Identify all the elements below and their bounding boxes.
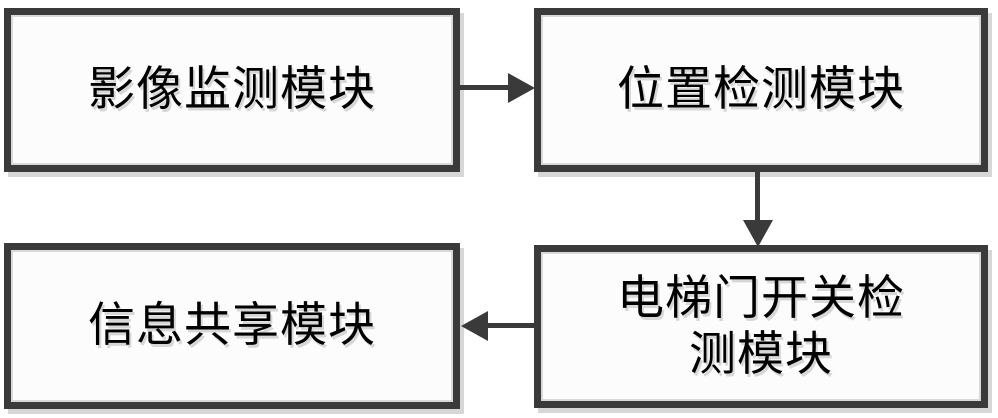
arrow-right-icon bbox=[508, 73, 535, 103]
node-image-monitoring-label: 影像监测模块 bbox=[88, 62, 376, 118]
node-door-detect-inner: 电梯门开关检 测模块 bbox=[541, 252, 981, 401]
node-door-detect[interactable]: 电梯门开关检 测模块 bbox=[534, 245, 988, 408]
connector-image-monitoring-to-position-detect bbox=[460, 70, 536, 106]
node-info-share-inner: 信息共享模块 bbox=[11, 250, 453, 402]
node-info-share-label: 信息共享模块 bbox=[88, 298, 376, 354]
connector-line bbox=[755, 170, 760, 224]
node-door-detect-label: 电梯门开关检 测模块 bbox=[617, 271, 905, 382]
arrow-down-icon bbox=[743, 220, 773, 247]
arrow-left-icon bbox=[461, 311, 488, 341]
node-info-share[interactable]: 信息共享模块 bbox=[4, 243, 460, 409]
connector-door-detect-to-info-share bbox=[460, 308, 536, 344]
connector-position-detect-to-door-detect bbox=[742, 170, 774, 248]
connector-line bbox=[484, 323, 536, 328]
connector-line bbox=[460, 85, 512, 90]
node-image-monitoring[interactable]: 影像监测模块 bbox=[4, 8, 460, 172]
node-image-monitoring-inner: 影像监测模块 bbox=[11, 15, 453, 165]
node-position-detect-inner: 位置检测模块 bbox=[541, 15, 981, 165]
node-position-detect-label: 位置检测模块 bbox=[617, 62, 905, 118]
node-position-detect[interactable]: 位置检测模块 bbox=[534, 8, 988, 172]
